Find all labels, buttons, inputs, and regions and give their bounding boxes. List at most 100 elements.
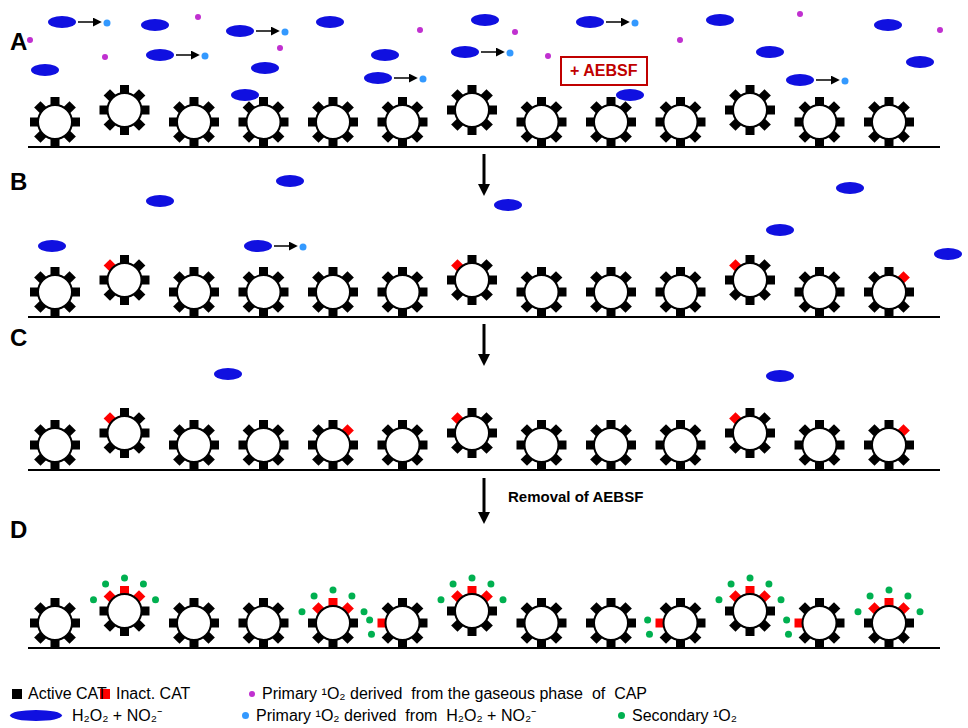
secondary-singlet-oxygen bbox=[728, 580, 735, 587]
catalase-cell bbox=[100, 255, 150, 305]
secondary-singlet-oxygen bbox=[785, 631, 792, 638]
catalase-cell bbox=[30, 267, 80, 317]
membrane-lines bbox=[28, 147, 940, 648]
legend-label: H₂O₂ + NO₂⁻ bbox=[72, 706, 162, 726]
catalase-cell bbox=[447, 85, 497, 135]
secondary-singlet-oxygen bbox=[917, 608, 924, 615]
h2o2-nitrite bbox=[251, 62, 279, 74]
secondary-singlet-oxygen bbox=[765, 580, 772, 587]
gas-phase-singlet-oxygen bbox=[545, 53, 551, 59]
secondary-singlet-oxygen bbox=[121, 575, 128, 582]
cell-body bbox=[803, 428, 837, 462]
gas-phase-singlet-oxygen bbox=[797, 11, 803, 17]
cell-body bbox=[594, 105, 628, 139]
secondary-singlet-oxygen bbox=[469, 575, 476, 582]
panel-letter: A bbox=[10, 28, 27, 56]
cell-body bbox=[664, 275, 698, 309]
legend-swatch bbox=[249, 691, 255, 697]
catalase-cell bbox=[437, 575, 506, 637]
h2o2-nitrite bbox=[141, 19, 169, 31]
cell-body bbox=[38, 428, 72, 462]
catalase-cell bbox=[30, 420, 80, 470]
cell-body bbox=[247, 275, 281, 309]
cell-body bbox=[247, 606, 281, 640]
catalase-cell bbox=[864, 97, 914, 147]
secondary-singlet-oxygen bbox=[298, 608, 305, 615]
cell-body bbox=[525, 105, 559, 139]
primary-singlet-oxygen bbox=[282, 29, 289, 36]
cell-row bbox=[30, 85, 924, 648]
cell-body bbox=[386, 275, 420, 309]
gas-phase-singlet-oxygen bbox=[937, 27, 943, 33]
cell-body bbox=[177, 105, 211, 139]
secondary-singlet-oxygen bbox=[747, 575, 754, 582]
h2o2-nitrite bbox=[756, 46, 784, 58]
primary-singlet-oxygen bbox=[104, 20, 111, 27]
h2o2-nitrite bbox=[836, 182, 864, 194]
h2o2-nitrite bbox=[494, 199, 522, 211]
catalase-cell bbox=[169, 598, 219, 648]
gas-phase-singlet-oxygen bbox=[677, 37, 683, 43]
primary-singlet-oxygen bbox=[507, 50, 514, 57]
catalase-cell bbox=[517, 97, 567, 147]
cell-body bbox=[594, 606, 628, 640]
secondary-singlet-oxygen bbox=[330, 587, 337, 594]
legend-label: Primary ¹O₂ derived from the gaseous pha… bbox=[262, 684, 647, 704]
catalase-cell bbox=[366, 598, 427, 648]
catalase-cell bbox=[795, 267, 845, 317]
cell-body bbox=[664, 428, 698, 462]
reaction-arrow bbox=[256, 30, 278, 32]
cell-body bbox=[38, 606, 72, 640]
h2o2-nitrite bbox=[226, 25, 254, 37]
catalase-cell bbox=[656, 267, 706, 317]
catalase-cell bbox=[725, 255, 775, 305]
cell-body bbox=[803, 275, 837, 309]
secondary-singlet-oxygen bbox=[366, 617, 373, 624]
gas-phase-singlet-oxygen bbox=[195, 14, 201, 20]
secondary-singlet-oxygen bbox=[487, 580, 494, 587]
gas-phase-singlet-oxygen bbox=[102, 54, 108, 60]
cell-body bbox=[177, 606, 211, 640]
cell-body bbox=[664, 606, 698, 640]
cell-body bbox=[733, 594, 767, 628]
cell-body bbox=[872, 275, 906, 309]
h2o2-nitrite bbox=[906, 56, 934, 68]
secondary-singlet-oxygen bbox=[715, 596, 722, 603]
secondary-singlet-oxygen bbox=[904, 592, 911, 599]
gas-phase-singlet-oxygen bbox=[277, 45, 283, 51]
cell-body bbox=[803, 606, 837, 640]
secondary-singlet-oxygen bbox=[311, 592, 318, 599]
cell-body bbox=[455, 263, 489, 297]
secondary-singlet-oxygen bbox=[886, 587, 893, 594]
secondary-singlet-oxygen bbox=[152, 596, 159, 603]
catalase-cell bbox=[90, 575, 159, 637]
legend-swatch bbox=[12, 689, 22, 699]
cell-body bbox=[108, 263, 142, 297]
panel-letter: D bbox=[10, 516, 27, 544]
cell-body bbox=[664, 105, 698, 139]
legend-label: Inact. CAT bbox=[116, 684, 190, 704]
catalase-cell bbox=[864, 267, 914, 317]
legend-swatch bbox=[10, 710, 62, 721]
step-arrows bbox=[484, 154, 485, 518]
catalase-cell bbox=[644, 598, 705, 648]
cell-body bbox=[247, 428, 281, 462]
secondary-singlet-oxygen bbox=[778, 596, 785, 603]
cell-body bbox=[177, 275, 211, 309]
secondary-singlet-oxygen bbox=[361, 608, 368, 615]
cell-body bbox=[594, 428, 628, 462]
secondary-singlet-oxygen bbox=[90, 596, 97, 603]
reaction-arrow bbox=[481, 51, 503, 53]
secondary-singlet-oxygen bbox=[348, 592, 355, 599]
h2o2-nitrite bbox=[231, 89, 259, 101]
primary-singlet-oxygen bbox=[300, 244, 307, 251]
step-note: Removal of AEBSF bbox=[508, 488, 643, 505]
catalase-cell bbox=[30, 598, 80, 648]
legend-swatch bbox=[618, 712, 625, 719]
h2o2-nitrite bbox=[576, 16, 604, 28]
catalase-cell bbox=[239, 420, 289, 470]
cell-body bbox=[386, 428, 420, 462]
h2o2-nitrite bbox=[244, 240, 272, 252]
cell-body bbox=[316, 275, 350, 309]
primary-singlet-oxygen bbox=[420, 76, 427, 83]
